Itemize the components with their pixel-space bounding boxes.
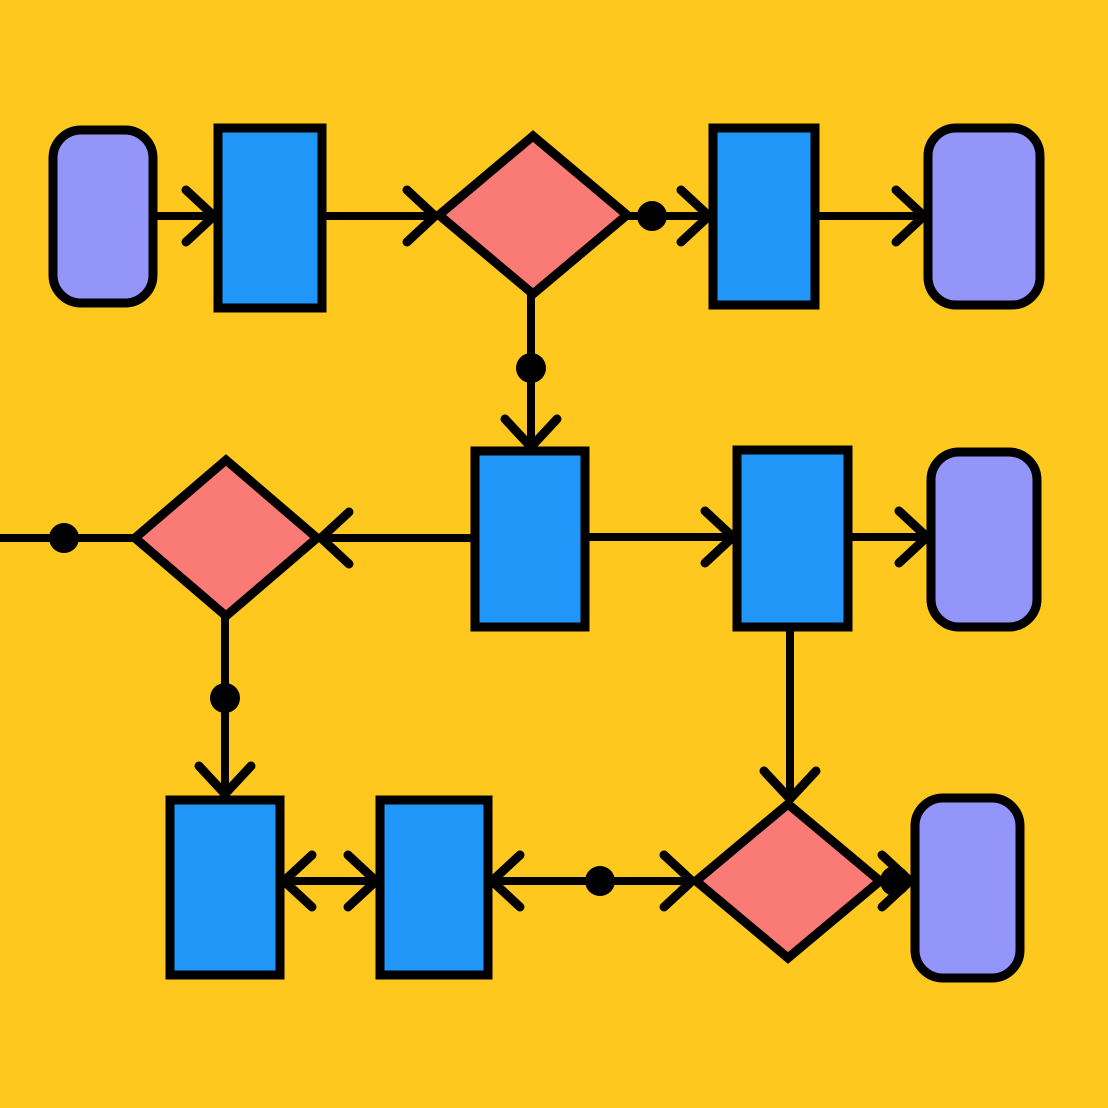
junction-dot: [210, 683, 240, 713]
arrowhead-down-icon: [759, 766, 821, 804]
arrowhead-right-icon: [891, 185, 929, 247]
arrowhead-right-icon: [659, 850, 697, 912]
process-node-3: [470, 446, 590, 632]
arrowhead-left-icon: [487, 850, 525, 912]
decision-node-1: [432, 130, 634, 300]
decision-node-2: [128, 454, 324, 622]
arrowhead-right-icon: [894, 506, 932, 568]
arrowhead-right-icon: [343, 850, 381, 912]
process-node-2: [708, 123, 820, 310]
arrowhead-right-icon: [700, 506, 738, 568]
arrowhead-right-icon: [676, 185, 714, 247]
junction-dot: [880, 866, 910, 896]
junction-dot: [49, 523, 79, 553]
junction-dot: [516, 353, 546, 383]
terminal-node-top-right: [923, 123, 1045, 310]
terminal-node-bot-right: [910, 793, 1025, 983]
arrowhead-down-icon: [194, 761, 256, 799]
decision-node-3: [688, 798, 888, 964]
arrowhead-right-icon: [402, 185, 440, 247]
arrowhead-down-icon: [500, 414, 562, 452]
terminal-node-start: [48, 125, 158, 308]
process-node-5: [165, 795, 285, 980]
arrowhead-left-icon: [316, 507, 354, 569]
process-node-1: [213, 123, 327, 313]
terminal-node-mid-right: [926, 447, 1042, 632]
arrowhead-right-icon: [181, 185, 219, 247]
junction-dot: [637, 201, 667, 231]
process-node-6: [375, 795, 493, 980]
arrowhead-left-icon: [279, 850, 317, 912]
process-node-4: [732, 445, 853, 632]
junction-dot: [585, 866, 615, 896]
